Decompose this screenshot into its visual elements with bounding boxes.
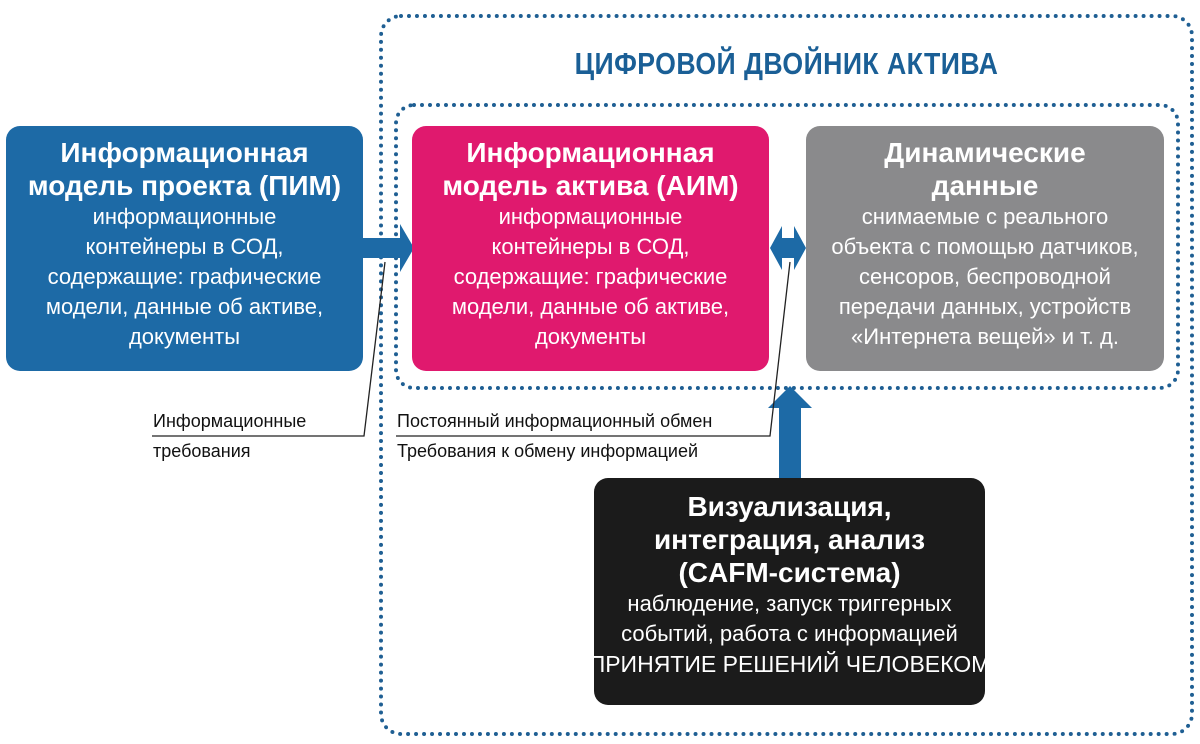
dynamic-body-line: объекта с помощью датчиков,	[831, 234, 1139, 259]
cafm-box: Визуализация, интеграция, анализ (CAFM-с…	[589, 478, 990, 705]
cafm-decision-line: ПРИНЯТИЕ РЕШЕНИЙ ЧЕЛОВЕКОМ	[588, 651, 991, 677]
aim-title-line: модель актива (АИМ)	[442, 170, 739, 201]
cafm-body-line: событий, работа с информацией	[621, 621, 958, 646]
pim-body-line: документы	[128, 324, 241, 349]
pim-box: Информационная модель проекта (ПИМ) инфо…	[6, 126, 363, 371]
dynamic-title-line: Динамические	[884, 137, 1086, 168]
pim-body-line: контейнеры в СОД,	[85, 234, 284, 259]
dynamic-body-line: «Интернета вещей» и т. д.	[851, 324, 1119, 349]
digital-twin-title: ЦИФРОВОЙ ДВОЙНИК АКТИВА	[574, 46, 999, 81]
aim-body-line: документы	[534, 324, 647, 349]
constant-exchange-label: Постоянный информационный обмен	[397, 411, 713, 431]
pim-title-line: Информационная	[60, 137, 309, 168]
pim-title-line: модель проекта (ПИМ)	[27, 170, 342, 201]
dynamic-data-box: Динамические данные снимаемые с реальног…	[806, 126, 1164, 371]
cafm-body-line: наблюдение, запуск триггерных	[627, 591, 952, 616]
cafm-title-line: Визуализация,	[687, 491, 892, 522]
aim-box: Информационная модель актива (АИМ) инфор…	[412, 126, 769, 371]
dynamic-body-line: сенсоров, беспроводной	[859, 264, 1111, 289]
aim-body-line: содержащие: графические	[453, 264, 728, 289]
dynamic-title-line: данные	[931, 170, 1039, 201]
pim-body-line: информационные	[92, 204, 277, 229]
info-requirements-label-line: требования	[153, 441, 251, 461]
dynamic-body-line: передачи данных, устройств	[838, 294, 1132, 319]
aim-title-line: Информационная	[466, 137, 715, 168]
pim-body-line: содержащие: графические	[47, 264, 322, 289]
aim-body-line: модели, данные об активе,	[451, 294, 730, 319]
pim-body-line: модели, данные об активе,	[45, 294, 324, 319]
aim-body-line: информационные	[498, 204, 683, 229]
exchange-requirements-label: Требования к обмену информацией	[397, 441, 699, 461]
dynamic-body-line: снимаемые с реального	[861, 204, 1109, 229]
info-requirements-label-line: Информационные	[153, 411, 307, 431]
cafm-title-line: интеграция, анализ	[653, 524, 926, 555]
cafm-title-line: (CAFM-система)	[678, 557, 901, 588]
aim-body-line: контейнеры в СОД,	[491, 234, 690, 259]
